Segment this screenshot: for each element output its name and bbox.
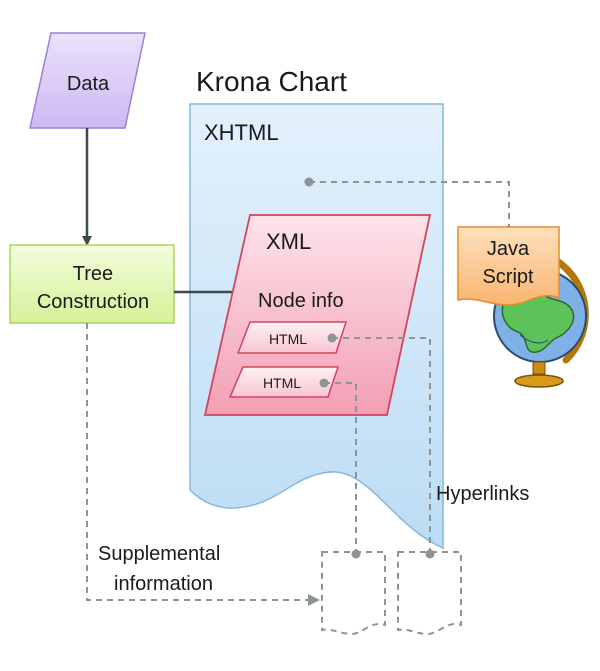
supplemental-connector: [86, 323, 320, 606]
javascript-label-line2: Script: [482, 266, 534, 288]
node-info-label: Node info: [258, 290, 344, 312]
html-node-2-shape: [228, 366, 340, 398]
html-node-2-label: HTML: [263, 375, 301, 391]
html-2-hyperlink-connector: [324, 382, 357, 552]
tree-construction-node-shape: [9, 244, 175, 324]
hyperlink-doc-2-dot: [425, 549, 435, 559]
xml-label: XML: [266, 229, 311, 254]
krona-chart-title: Krona Chart: [196, 66, 347, 97]
supplemental-document-outline: [321, 551, 386, 636]
hyperlinks-label: Hyperlinks: [436, 483, 529, 505]
data-node-shape: [29, 32, 146, 129]
xml-node-shape: [203, 214, 432, 416]
tree-construction-label-line1: Tree: [73, 263, 113, 285]
tree-construction-label-line2: Construction: [37, 291, 149, 313]
javascript-node-shape: [457, 226, 560, 306]
supplemental-label-line1: Supplemental: [98, 543, 220, 565]
html-node-1-label: HTML: [269, 331, 307, 347]
javascript-label-line1: Java: [487, 238, 530, 260]
xhtml-to-javascript-connector: [309, 181, 510, 228]
hyperlink-document-outline: [397, 551, 462, 636]
xhtml-label: XHTML: [204, 120, 279, 145]
hyperlink-doc-1-dot: [351, 549, 361, 559]
supplemental-label-line2: information: [114, 573, 213, 595]
html-node-1-shape: [236, 321, 348, 354]
data-node-label: Data: [67, 73, 110, 95]
